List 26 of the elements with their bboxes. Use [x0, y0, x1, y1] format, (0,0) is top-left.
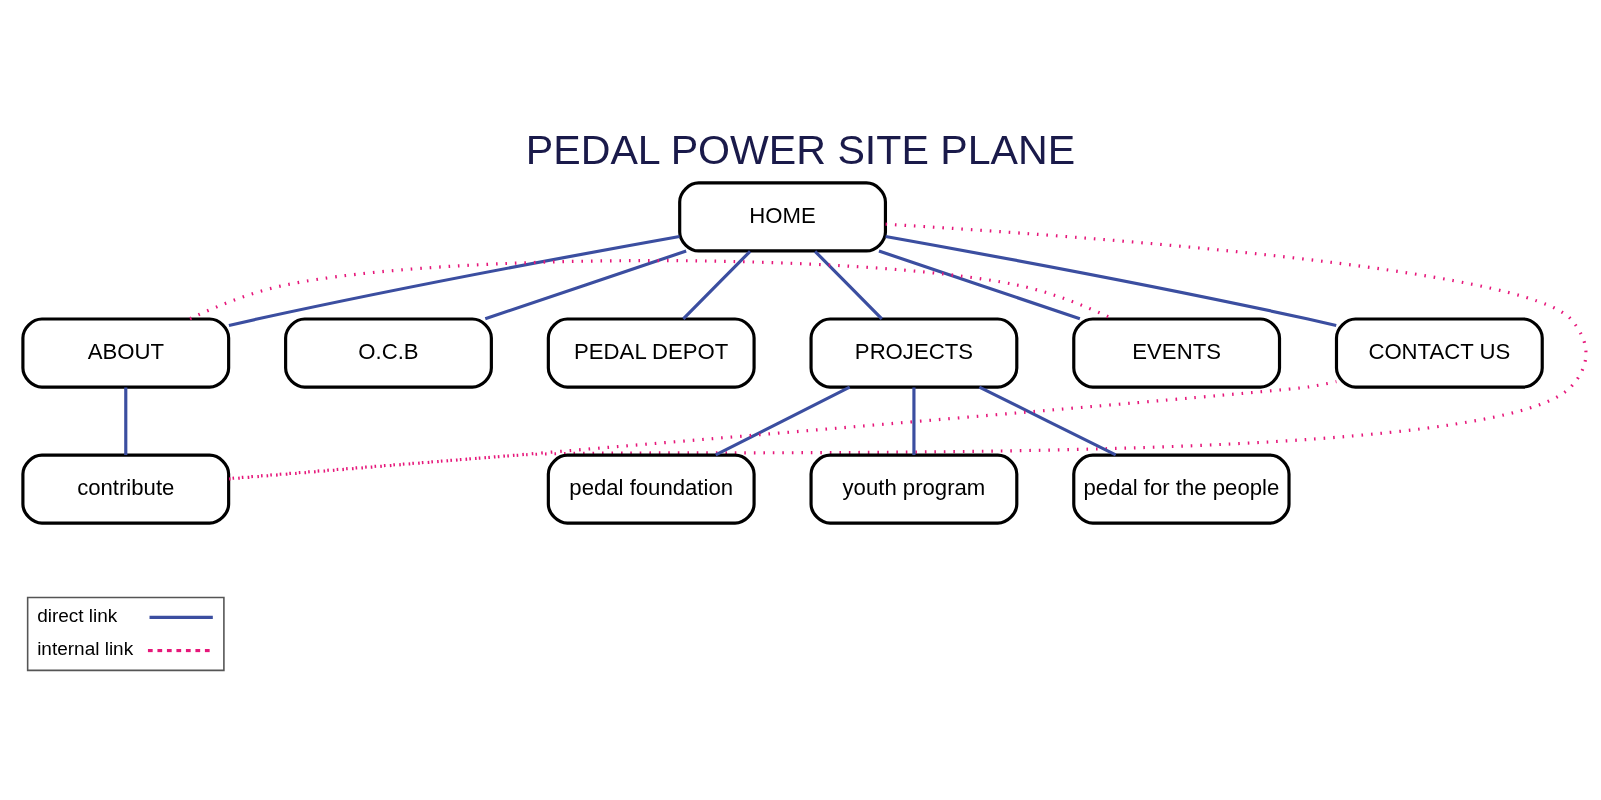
node-box: EVENTS: [1072, 316, 1282, 389]
node-box: youth program: [809, 453, 1019, 525]
node-box: PEDAL DEPOT: [546, 316, 756, 389]
connector: [228, 234, 680, 327]
connector: [682, 249, 752, 320]
connector: [978, 385, 1117, 456]
connector: [228, 379, 1337, 481]
node-box: contribute: [21, 453, 231, 525]
legend-label: internal link: [37, 637, 134, 659]
connector: [124, 386, 128, 455]
legend-label: direct link: [37, 604, 118, 626]
node-box: HOME: [678, 180, 888, 253]
node-box: O.C.B: [284, 316, 493, 389]
connector: [885, 234, 1337, 327]
node-box: pedal foundation: [546, 453, 756, 525]
diagram-title: PEDAL POWER SITE PLANE: [525, 126, 1076, 173]
connector: [912, 386, 916, 455]
connector: [484, 249, 687, 320]
node-box: CONTACT US: [1334, 316, 1544, 389]
node-box: PROJECTS: [809, 316, 1019, 389]
connector: [715, 385, 851, 456]
node-box: ABOUT: [21, 316, 231, 389]
node-box: pedal for the people: [1072, 453, 1291, 525]
connector: [878, 249, 1081, 320]
connector: [228, 222, 1588, 480]
connector: [813, 249, 883, 320]
